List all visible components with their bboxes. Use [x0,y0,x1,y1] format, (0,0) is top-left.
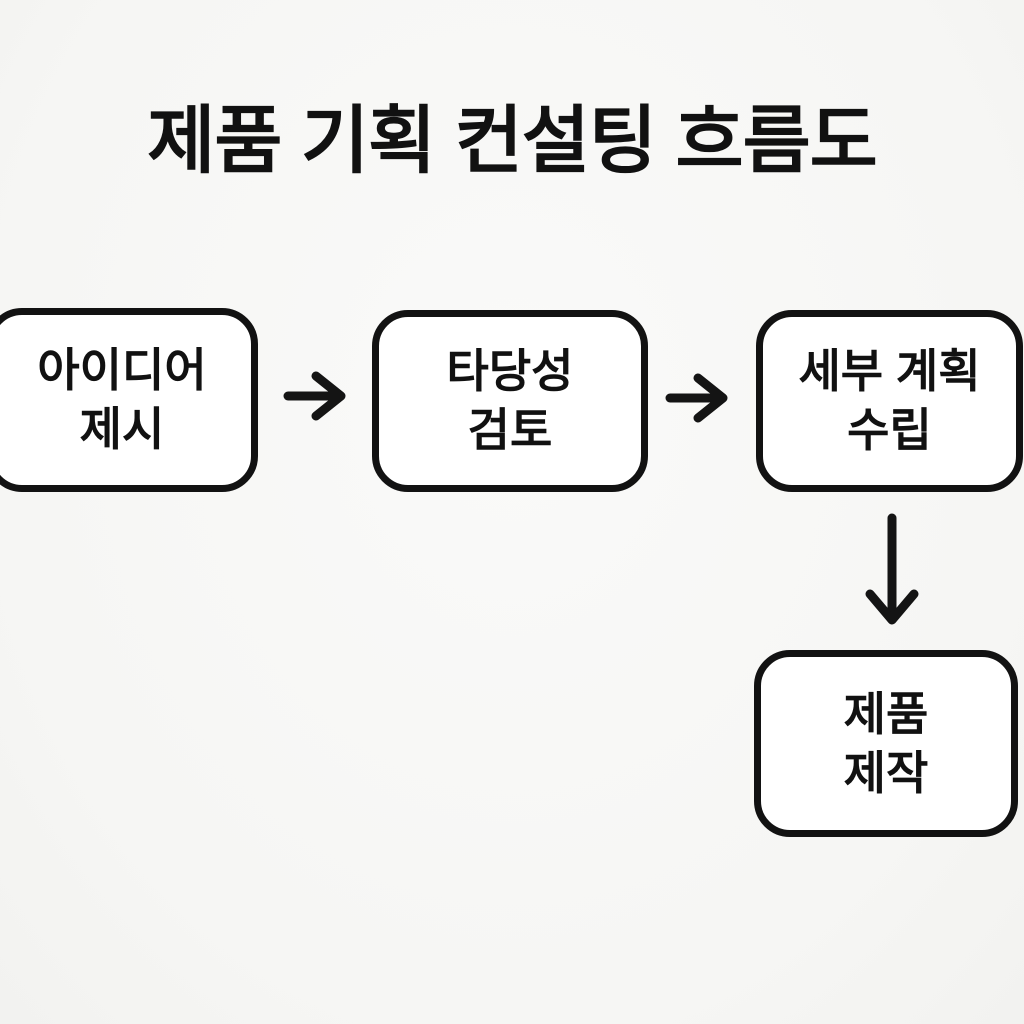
diagram-title: 제품 기획 컨설팅 흐름도 [147,99,877,182]
node-label-line: 제품 [843,687,929,740]
node-label-line: 아이디어 [37,344,207,397]
flow-node-feasibility: 타당성 검토 [372,310,648,492]
arrow-right-icon [664,372,730,424]
node-label-line: 수립 [847,404,932,456]
node-label-line: 세부 계획 [798,345,981,398]
node-label-line: 제작 [843,746,929,799]
flow-node-production: 제품 제작 [754,650,1018,837]
arrow-right-icon [282,370,348,422]
node-label-line: 타당성 [446,345,574,398]
arrow-down-icon [863,512,921,628]
node-label-line: 검토 [467,404,553,456]
flow-node-idea: 아이디어 제시 [0,308,258,492]
node-label-line: 제시 [79,403,165,455]
flow-node-plan: 세부 계획 수립 [756,310,1023,492]
